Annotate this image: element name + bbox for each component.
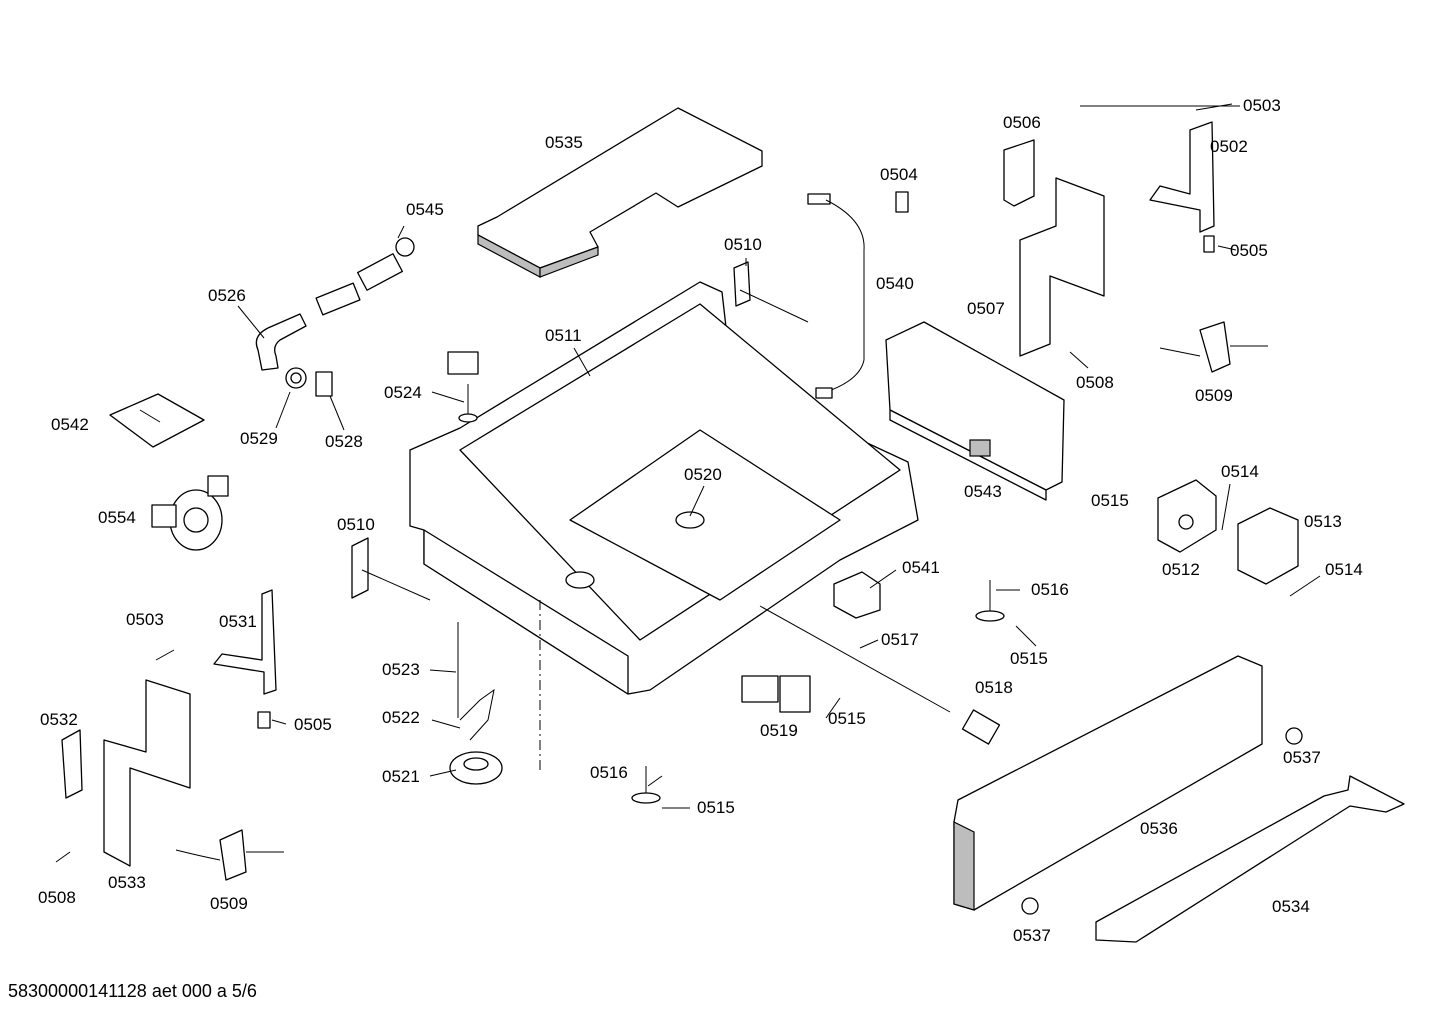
label-0504: 0504 xyxy=(880,165,918,184)
label-0522: 0522 xyxy=(382,708,420,727)
label-0514-lower: 0514 xyxy=(1325,560,1363,579)
label-0510-lower: 0510 xyxy=(337,515,375,534)
label-0515-c: 0515 xyxy=(828,709,866,728)
label-0505-upper: 0505 xyxy=(1230,241,1268,260)
part-0505-clip-left xyxy=(257,711,271,729)
label-0531: 0531 xyxy=(219,612,257,631)
label-0541: 0541 xyxy=(902,558,940,577)
label-0516-lower: 0516 xyxy=(590,763,628,782)
label-0537-right: 0537 xyxy=(1283,748,1321,767)
label-0537-lower: 0537 xyxy=(1013,926,1051,945)
label-0533: 0533 xyxy=(108,873,146,892)
label-0520: 0520 xyxy=(684,465,722,484)
label-0516-upper: 0516 xyxy=(1031,580,1069,599)
part-0509-sensor-right xyxy=(1159,321,1268,373)
part-0510-spring-upper xyxy=(733,261,809,323)
label-0545: 0545 xyxy=(406,200,444,219)
part-0516-foot-upper xyxy=(975,580,1005,622)
part-0529-clamp xyxy=(285,367,307,389)
label-0543: 0543 xyxy=(964,482,1002,501)
part-0503-screw-right xyxy=(1195,103,1233,111)
label-0511: 0511 xyxy=(545,326,582,345)
leader-lines xyxy=(237,105,1321,809)
label-0508-upper: 0508 xyxy=(1076,373,1114,392)
part-0519-inlet-valve xyxy=(741,675,811,713)
part-0540-cable xyxy=(807,193,865,399)
label-0502: 0502 xyxy=(1210,137,1248,156)
label-0514-upper: 0514 xyxy=(1221,462,1259,481)
label-0509-upper: 0509 xyxy=(1195,386,1233,405)
part-0534-strip xyxy=(1095,775,1405,943)
label-0517: 0517 xyxy=(881,630,919,649)
label-0509-lower: 0509 xyxy=(210,894,248,913)
part-0510-spring-lower xyxy=(351,537,431,601)
part-0508-screw-left xyxy=(55,851,71,863)
label-0515-d: 0515 xyxy=(697,798,735,817)
label-0529: 0529 xyxy=(240,429,278,448)
part-0541-valve xyxy=(833,571,881,619)
label-0526: 0526 xyxy=(208,286,246,305)
part-0516-foot-lower xyxy=(631,766,661,804)
part-0543-control-module xyxy=(885,321,1065,501)
part-0537-screw-right xyxy=(1285,727,1303,745)
label-0512: 0512 xyxy=(1162,560,1200,579)
part-0522-bracket xyxy=(459,688,495,741)
part-0506-bracket xyxy=(1003,139,1035,207)
label-0503-lower: 0503 xyxy=(126,610,164,629)
part-0533-bracket-left xyxy=(103,679,191,867)
part-0502-bracket-right xyxy=(1149,121,1215,233)
label-0540: 0540 xyxy=(876,274,914,293)
part-0554-pump xyxy=(151,475,229,551)
part-0512-cover xyxy=(1157,479,1217,553)
label-0515-a: 0515 xyxy=(1091,491,1129,510)
label-0508-lower: 0508 xyxy=(38,888,76,907)
label-0534: 0534 xyxy=(1272,897,1310,916)
label-0532: 0532 xyxy=(40,710,78,729)
label-0507: 0507 xyxy=(967,299,1005,318)
part-0507-bracket xyxy=(1019,177,1105,357)
label-0535: 0535 xyxy=(545,133,583,152)
label-0518: 0518 xyxy=(975,678,1013,697)
part-0528-clip xyxy=(315,371,333,397)
part-0517-rod xyxy=(759,605,951,713)
label-0524: 0524 xyxy=(384,383,422,402)
label-0523: 0523 xyxy=(382,660,420,679)
label-0519: 0519 xyxy=(760,721,798,740)
label-0503-upper: 0503 xyxy=(1243,96,1281,115)
part-0526-hose xyxy=(255,237,415,371)
part-0503-screw-left xyxy=(155,649,175,661)
label-0506: 0506 xyxy=(1003,113,1041,132)
part-0518-knob xyxy=(961,709,1001,745)
part-0537-screw-lower xyxy=(1021,897,1039,915)
label-0515-b: 0515 xyxy=(1010,649,1048,668)
label-0505-lower: 0505 xyxy=(294,715,332,734)
part-0504-pin xyxy=(895,191,909,213)
part-0524-foot xyxy=(447,351,479,423)
part-0531-bracket-left xyxy=(213,589,277,695)
label-0554: 0554 xyxy=(98,508,136,527)
label-0536: 0536 xyxy=(1140,819,1178,838)
label-0510-upper: 0510 xyxy=(724,235,762,254)
part-0511-base-tub xyxy=(409,281,919,695)
drawing-reference: 58300000141128 aet 000 a 5/6 xyxy=(8,981,257,1001)
part-0509-sensor-left xyxy=(175,829,284,881)
part-0542-screw-bag xyxy=(109,393,205,448)
part-0513-cap xyxy=(1237,507,1299,585)
part-0521-wheel xyxy=(449,751,503,785)
part-0536-kick-plate xyxy=(953,655,1263,911)
label-0521: 0521 xyxy=(382,767,420,786)
part-0505-clip-right xyxy=(1203,235,1215,253)
label-0528: 0528 xyxy=(325,432,363,451)
label-0513: 0513 xyxy=(1304,512,1342,531)
part-0532-cover-left xyxy=(61,729,83,799)
label-0542: 0542 xyxy=(51,415,89,434)
part-0535-cover-plate xyxy=(477,107,763,278)
